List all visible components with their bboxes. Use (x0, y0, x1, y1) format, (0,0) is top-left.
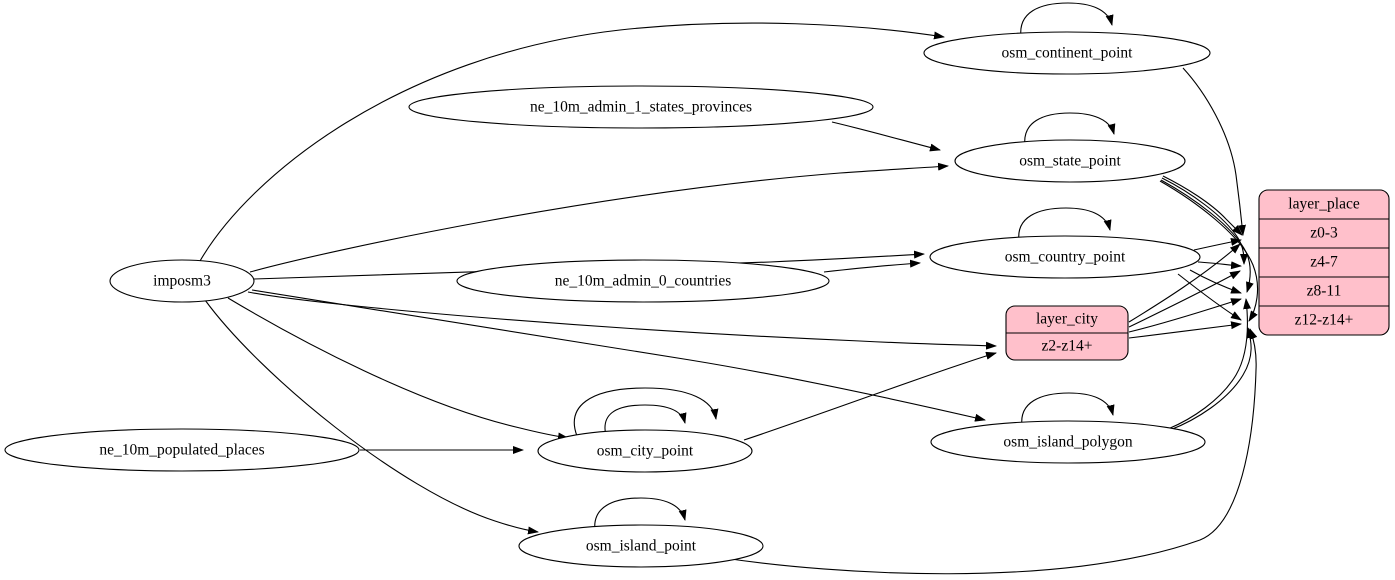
selfloop-osm_state_point (1024, 112, 1116, 147)
record-layer_city[interactable]: layer_city z2-z14+ (1005, 305, 1129, 361)
record-layer_place[interactable]: layer_place z0-3 z4-7 z8-11 z12-z14+ (1258, 189, 1390, 336)
node-osm_country_point[interactable]: osm_country_point (929, 235, 1201, 279)
record-row-layer_place-z12-z14plus[interactable]: z12-z14+ (1295, 312, 1354, 329)
record-row-layer_city-z2-z14plus[interactable]: z2-z14+ (1042, 338, 1093, 355)
node-label-imposm3: imposm3 (153, 273, 211, 290)
edge-osm_country_point-to-layer_place-z4-7 (1197, 261, 1242, 270)
record-row-layer_place-z0-3[interactable]: z0-3 (1310, 225, 1338, 242)
node-label-osm_island_point: osm_island_point (586, 538, 697, 555)
node-osm_state_point[interactable]: osm_state_point (954, 139, 1186, 183)
edge-osm_island_point-to-layer_place-z12-z14plus (723, 328, 1258, 575)
edge-osm_city_point-to-layer_city (743, 351, 997, 441)
edge-ne_10m_admin_1_states_provinces-to-osm_state_point (831, 121, 941, 152)
edge-layer_city-to-layer_place-z4-7 (1128, 270, 1241, 328)
edge-osm_state_point-to-layer_place-z12-z14plus (1159, 180, 1259, 322)
edge-imposm3-to-osm_continent_point (199, 22, 945, 262)
selfloop-osm_country_point (1018, 207, 1112, 242)
node-osm_continent_point[interactable]: osm_continent_point (923, 31, 1211, 75)
edge-imposm3-to-osm_city_point (227, 297, 569, 441)
edge-ne_10m_admin_0_countries-to-osm_country_point (823, 259, 921, 273)
edge-imposm3-to-osm_island_polygon (251, 289, 986, 422)
node-osm_island_polygon[interactable]: osm_island_polygon (930, 420, 1206, 464)
selfloop-osm_continent_point (1020, 2, 1114, 38)
records-layer: layer_city z2-z14+ layer_place z0-3 z4-7… (1005, 189, 1390, 361)
node-label-ne_10m_populated_places: ne_10m_populated_places (99, 442, 264, 459)
node-label-osm_continent_point: osm_continent_point (1002, 45, 1134, 62)
edge-osm_island_polygon-to-layer_place-z12-z14plus (1169, 327, 1255, 431)
node-ne_10m_admin_1_states_provinces[interactable]: ne_10m_admin_1_states_provinces (408, 85, 874, 129)
record-row-layer_place-z8-11[interactable]: z8-11 (1307, 283, 1342, 300)
edges-layer (199, 2, 1259, 575)
selfloop-outer-osm_city_point (573, 387, 719, 437)
node-ne_10m_populated_places[interactable]: ne_10m_populated_places (4, 428, 360, 472)
node-label-osm_country_point: osm_country_point (1005, 249, 1126, 266)
edge-osm_country_point-to-layer_place-z0-3 (1193, 238, 1242, 251)
edge-imposm3-to-layer_city (247, 291, 997, 350)
edge-layer_city-to-layer_place-z0-3 (1128, 243, 1241, 323)
record-row-layer_place-z4-7[interactable]: z4-7 (1310, 254, 1338, 271)
node-label-osm_island_polygon: osm_island_polygon (1003, 434, 1132, 451)
record-title-layer_place: layer_place (1288, 196, 1360, 213)
node-osm_city_point[interactable]: osm_city_point (537, 429, 753, 473)
node-label-osm_state_point: osm_state_point (1019, 153, 1121, 170)
node-imposm3[interactable]: imposm3 (109, 259, 255, 303)
node-label-ne_10m_admin_0_countries: ne_10m_admin_0_countries (555, 273, 732, 290)
edge-osm_island_polygon-to-layer_place-z8-11 (1167, 298, 1252, 430)
node-osm_island_point[interactable]: osm_island_point (518, 524, 764, 568)
selfloop-osm_island_point (594, 497, 687, 532)
edge-osm_country_point-to-layer_place-z8-11 (1189, 269, 1242, 294)
edge-osm_country_point-to-layer_place-z12-z14plus (1177, 273, 1242, 321)
edge-osm_state_point-to-layer_place-z4-7 (1161, 177, 1248, 265)
node-label-osm_city_point: osm_city_point (597, 443, 694, 460)
nodes-layer: imposm3 ne_10m_admin_1_states_provinces … (4, 31, 1211, 568)
edge-osm_state_point-to-layer_place-z0-3 (1162, 175, 1243, 236)
edge-osm_continent_point-to-layer_place-z0-3 (1182, 67, 1246, 236)
edge-imposm3-to-osm_island_point (204, 299, 539, 535)
node-label-ne_10m_admin_1_states_provinces: ne_10m_admin_1_states_provinces (530, 99, 752, 116)
selfloop-inner-osm_city_point (604, 404, 687, 437)
selfloop-osm_island_polygon (1021, 392, 1115, 427)
edge-layer_city-to-layer_place-z8-11 (1128, 298, 1242, 333)
edge-imposm3-to-osm_state_point (249, 162, 949, 273)
record-title-layer_city: layer_city (1036, 311, 1098, 328)
node-ne_10m_admin_0_countries[interactable]: ne_10m_admin_0_countries (456, 259, 830, 303)
edge-layer_city-to-layer_place-z12-z14plus (1128, 321, 1242, 339)
